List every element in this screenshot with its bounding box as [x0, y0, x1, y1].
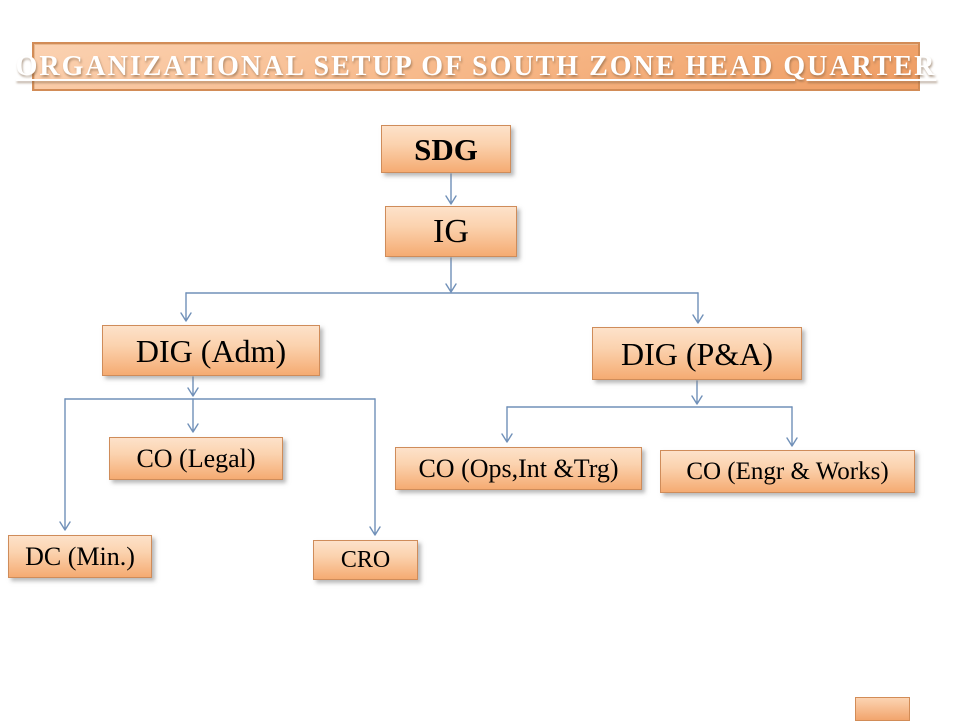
connector-ig-stem	[445, 257, 457, 293]
org-node-co-legal-label: CO (Legal)	[136, 443, 256, 473]
connector-ig-dig-adm	[180, 292, 192, 322]
page-title: ORGANIZATIONAL SETUP OF SOUTH ZONE HEAD …	[15, 50, 937, 82]
org-node-cro: CRO	[313, 540, 418, 580]
connector-ig-dig-pa	[692, 292, 704, 324]
org-node-co-ops: CO (Ops,Int &Trg)	[395, 447, 642, 490]
connector-dig-adm-dc-min	[59, 398, 71, 531]
connector-dig-adm-co-legal	[187, 398, 199, 433]
connector-dig-pa-stem	[691, 380, 703, 405]
org-node-dig-pa-label: DIG (P&A)	[621, 335, 773, 372]
org-node-co-engr: CO (Engr & Works)	[660, 450, 915, 493]
org-node-sdg-label: SDG	[414, 131, 478, 167]
org-node-cro-label: CRO	[340, 547, 391, 573]
connector-sdg-ig	[445, 173, 457, 205]
connector-dig-adm-stem	[187, 376, 199, 397]
org-node-dig-pa: DIG (P&A)	[592, 327, 802, 380]
org-node-sdg: SDG	[381, 125, 511, 173]
org-node-dig-adm: DIG (Adm)	[102, 325, 320, 376]
org-node-co-engr-label: CO (Engr & Works)	[686, 458, 889, 485]
org-node-co-ops-label: CO (Ops,Int &Trg)	[418, 453, 619, 483]
connector-dig-adm-cro	[369, 398, 381, 536]
org-node-ig-label: IG	[433, 212, 469, 250]
org-node-dc-min: DC (Min.)	[8, 535, 152, 578]
org-node-dig-adm-label: DIG (Adm)	[135, 332, 287, 369]
org-node-ig: IG	[385, 206, 517, 257]
org-node-dc-min-label: DC (Min.)	[25, 541, 135, 571]
connector-dig-pa-co-ops	[501, 406, 513, 443]
title-banner: ORGANIZATIONAL SETUP OF SOUTH ZONE HEAD …	[16, 42, 934, 91]
org-node-co-legal: CO (Legal)	[109, 437, 283, 480]
corner-accent-block	[855, 697, 910, 721]
connector-dig-pa-co-engr	[786, 406, 798, 447]
